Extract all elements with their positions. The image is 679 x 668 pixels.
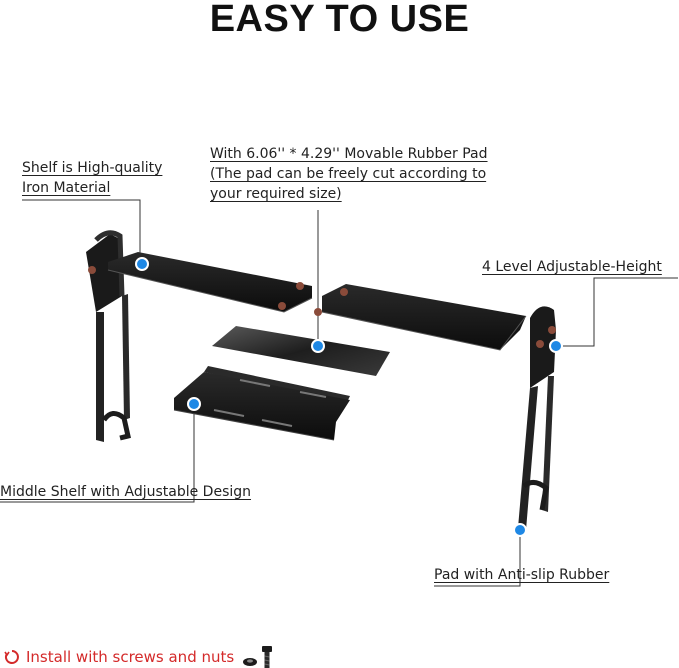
callout-rubber-pad-line1: With 6.06'' * 4.29'' Movable Rubber Pad xyxy=(210,146,488,162)
screw-icon xyxy=(88,266,96,274)
callout-rubber-pad: With 6.06'' * 4.29'' Movable Rubber Pad … xyxy=(210,144,488,204)
callout-adjustable-height: 4 Level Adjustable-Height xyxy=(482,259,662,275)
right-side-frame xyxy=(518,306,556,530)
leader-lines xyxy=(0,199,678,587)
dot-adjustable-height xyxy=(549,339,563,353)
callout-middle-shelf: Middle Shelf with Adjustable Design xyxy=(0,484,252,500)
middle-shelf xyxy=(173,366,350,441)
rubber-pad xyxy=(212,326,390,376)
dot-shelf-material xyxy=(135,257,149,271)
callout-rubber-pad-line2: (The pad can be freely cut according to xyxy=(210,166,487,182)
callout-anti-slip: Pad with Anti-slip Rubber xyxy=(434,567,610,583)
leader-middle-shelf xyxy=(0,405,195,503)
top-right-shelf xyxy=(314,284,527,351)
bolt-and-nut-icon xyxy=(243,646,273,668)
install-note-text: Install with screws and nuts xyxy=(26,648,235,666)
left-side-frame xyxy=(86,230,131,442)
leader-anti-slip xyxy=(434,531,521,587)
callout-dots xyxy=(135,257,563,537)
leader-adjustable-height xyxy=(556,277,678,347)
screw-loop-icon xyxy=(4,650,19,664)
install-note: Install with screws and nuts xyxy=(4,646,280,668)
dot-middle-shelf xyxy=(187,397,201,411)
dot-anti-slip xyxy=(513,523,527,537)
leader-shelf-material xyxy=(22,199,141,264)
callout-shelf-material-line1: Shelf is High-quality xyxy=(22,160,163,176)
callout-shelf-material: Shelf is High-quality Iron Material xyxy=(22,158,162,198)
callout-shelf-material-line2: Iron Material xyxy=(22,180,111,196)
dot-rubber-pad xyxy=(311,339,325,353)
page-title: EASY TO USE xyxy=(209,0,470,40)
callout-rubber-pad-line3: your required size) xyxy=(210,186,342,202)
top-left-shelf xyxy=(107,252,313,313)
